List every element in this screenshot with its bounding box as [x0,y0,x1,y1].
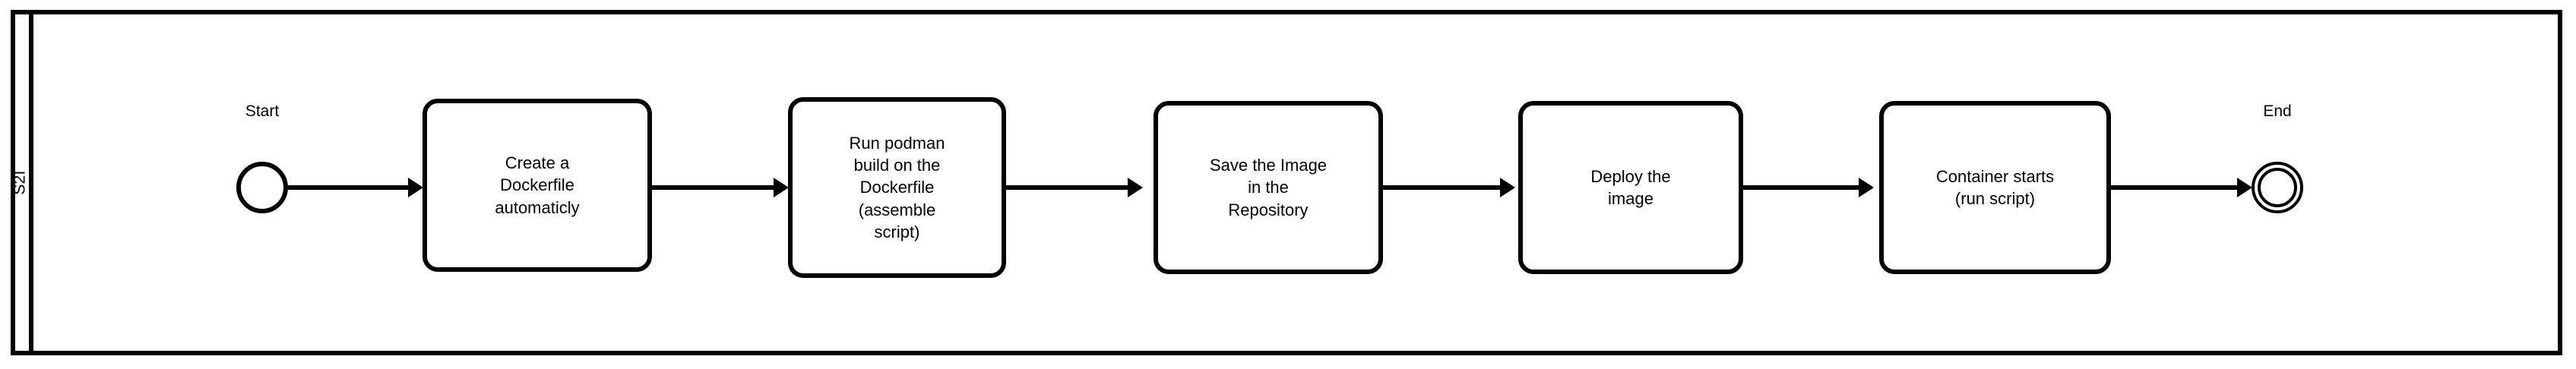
sequence-flow-container-starts-to-end [2111,185,2237,190]
task-container-starts[interactable]: Container starts (run script) [1879,101,2111,274]
task-label: Run podman build on the Dockerfile (asse… [849,134,945,241]
task-label: Deploy the image [1590,166,1671,208]
start-event-label: Start [245,102,280,120]
arrowhead-icon [408,178,423,197]
arrowhead-icon [1500,178,1515,197]
task-label: Create a Dockerfile automaticly [495,153,580,217]
lane-header: S2I [11,10,33,355]
task-podman-build[interactable]: Run podman build on the Dockerfile (asse… [788,97,1006,278]
task-create-dockerfile[interactable]: Create a Dockerfile automaticly [422,99,652,272]
arrowhead-icon [774,178,789,197]
task-label: Save the Image in the Repository [1209,156,1328,219]
arrowhead-icon [1128,178,1143,197]
arrowhead-icon [1859,178,1874,197]
sequence-flow-deploy-image-to-container-starts [1743,185,1859,190]
end-event-label: End [2263,102,2292,120]
arrowhead-icon [2237,178,2252,197]
sequence-flow-create-dockerfile-to-podman-build [652,185,774,190]
lane-label: S2I [11,170,29,195]
task-deploy-image[interactable]: Deploy the image [1518,101,1743,274]
end-event-circle[interactable] [2252,162,2303,213]
start-event-circle[interactable] [236,162,288,213]
task-save-image[interactable]: Save the Image in the Repository [1154,101,1383,274]
sequence-flow-start-to-create-dockerfile [288,185,408,190]
sequence-flow-save-image-to-deploy-image [1383,185,1500,190]
sequence-flow-podman-build-to-save-image [1006,185,1128,190]
task-label: Container starts (run script) [1935,166,2055,208]
